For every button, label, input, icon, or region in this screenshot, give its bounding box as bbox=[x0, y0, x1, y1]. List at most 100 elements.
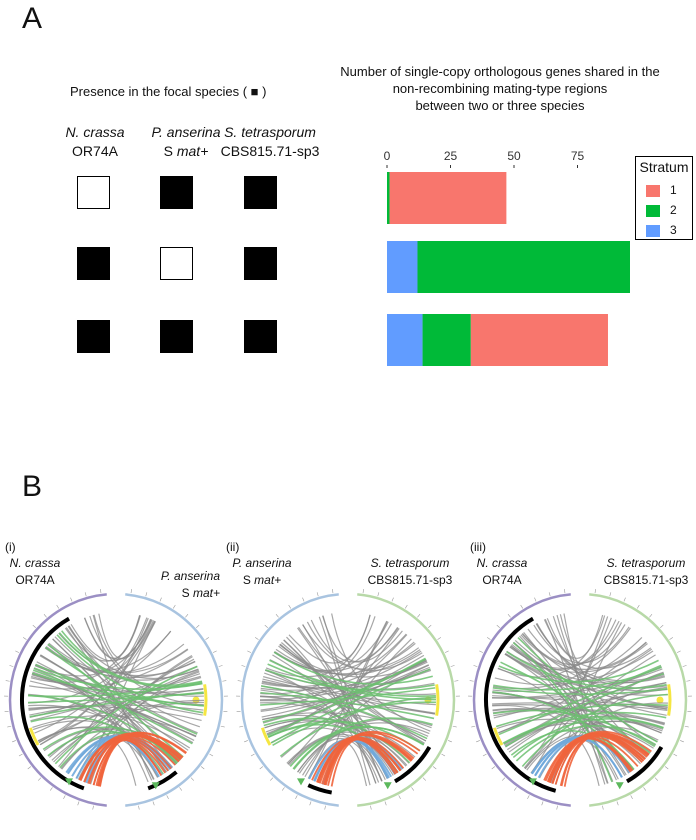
ideogram-tick bbox=[185, 614, 189, 618]
chord-group-green bbox=[492, 637, 668, 783]
x-tick-label: 25 bbox=[444, 149, 458, 163]
centromere-mark-left bbox=[28, 727, 40, 746]
synteny-chord bbox=[493, 709, 665, 726]
ideogram-tick bbox=[654, 777, 659, 781]
ideogram-tick bbox=[491, 766, 496, 770]
ideogram-tick bbox=[190, 777, 195, 781]
panel-b-letter: B bbox=[22, 470, 43, 503]
stratum-1-chord bbox=[79, 732, 184, 781]
ideogram-tick bbox=[594, 589, 596, 594]
synteny-chord bbox=[261, 633, 407, 688]
synteny-chord bbox=[288, 614, 371, 664]
synteny-chord bbox=[261, 661, 428, 689]
ideogram-tick bbox=[5, 680, 10, 682]
stratum-2-chord bbox=[267, 657, 426, 737]
ideogram-tick bbox=[548, 592, 551, 597]
ideogram-tick bbox=[70, 597, 73, 602]
ideogram-tick bbox=[556, 805, 558, 810]
ideogram-tick bbox=[454, 680, 459, 682]
stratum-2-chord bbox=[279, 696, 436, 757]
synteny-chord bbox=[275, 648, 421, 676]
ideogram-tick bbox=[527, 795, 530, 800]
ideogram-tick bbox=[602, 805, 604, 810]
ideogram-tick bbox=[404, 604, 408, 609]
stratum-2-chord bbox=[495, 703, 668, 728]
ideogram-tick bbox=[241, 665, 246, 667]
ideogram-tick bbox=[9, 665, 14, 667]
synteny-chord bbox=[58, 617, 149, 768]
stratum-2-chord bbox=[492, 691, 635, 771]
ideogram-tick bbox=[43, 614, 47, 618]
synteny-chord bbox=[264, 719, 394, 776]
species-header-panserina: P. anserina S mat+ bbox=[126, 123, 246, 161]
ideogram-tick bbox=[18, 753, 23, 757]
ideogram-tick bbox=[130, 589, 132, 594]
synteny-chord bbox=[34, 617, 148, 734]
presence-box bbox=[244, 247, 277, 280]
chord-group-red bbox=[78, 731, 188, 787]
stratum-1-chord bbox=[544, 736, 634, 782]
stratum-legend: Stratum 1 2 3 bbox=[635, 156, 693, 240]
chart-title-line-2: non-recombining mating-type regions bbox=[392, 81, 608, 96]
nrr-arc-right bbox=[625, 745, 664, 784]
synteny-chord bbox=[298, 718, 433, 774]
species-strain: S mat+ bbox=[163, 143, 209, 159]
ideogram-tick bbox=[422, 777, 427, 781]
legend-label: 3 bbox=[670, 223, 677, 237]
synteny-chord bbox=[68, 625, 199, 680]
ideogram-tick bbox=[324, 805, 326, 810]
ideogram-tick bbox=[680, 740, 684, 743]
ideogram-tick bbox=[281, 787, 285, 791]
presence-box bbox=[244, 176, 277, 209]
stratum-1-chord bbox=[543, 733, 645, 781]
stratum-2-chord bbox=[272, 701, 436, 747]
ideogram-tick bbox=[448, 740, 452, 743]
ideogram-tick bbox=[437, 637, 442, 640]
ideogram-tick bbox=[316, 592, 319, 597]
ideogram-tick bbox=[259, 766, 264, 770]
legend-entry-2: 2 bbox=[646, 203, 677, 217]
legend-swatch bbox=[646, 204, 660, 217]
ideogram-left-arc bbox=[240, 593, 339, 807]
ideogram-tick bbox=[209, 753, 214, 757]
ideogram-tick bbox=[196, 624, 200, 628]
ideogram-tick bbox=[152, 801, 155, 806]
ideogram-tick bbox=[239, 725, 244, 728]
stratum-2-chord bbox=[504, 672, 665, 748]
nrr-arc-left bbox=[307, 783, 333, 795]
ideogram-tick bbox=[237, 680, 242, 682]
stratum-2-chord bbox=[29, 691, 204, 718]
ideogram-tick bbox=[471, 725, 476, 728]
synteny-chord bbox=[84, 617, 152, 660]
ideogram-tick bbox=[295, 795, 298, 800]
centromere-mark-right bbox=[435, 684, 440, 716]
ideogram-tick bbox=[49, 787, 53, 791]
synteny-chord bbox=[310, 619, 399, 663]
ideogram-tick bbox=[77, 801, 80, 806]
ideogram-tick bbox=[482, 753, 487, 757]
ideogram-tick bbox=[469, 680, 474, 682]
nrr-arc-left bbox=[20, 616, 85, 791]
nrr-arc-left bbox=[484, 616, 557, 793]
ideogram-left-arc bbox=[8, 593, 107, 807]
bar-segment-stratum-1 bbox=[470, 314, 608, 366]
legend-entry-1: 1 bbox=[646, 183, 677, 197]
legend-entry-3: 3 bbox=[646, 223, 677, 237]
synteny-chord bbox=[492, 707, 666, 724]
stratum-2-chord bbox=[515, 725, 657, 762]
species-italic: S. tetrasporum bbox=[224, 124, 316, 140]
ideogram-tick bbox=[534, 597, 537, 602]
ideogram-tick bbox=[220, 725, 225, 728]
mat-locus-marker bbox=[151, 782, 160, 790]
ideogram-tick bbox=[159, 597, 162, 602]
centromere-mark-left bbox=[492, 727, 504, 746]
chart-title: Number of single-copy orthologous genes … bbox=[310, 63, 690, 114]
synteny-chord bbox=[552, 615, 649, 756]
legend-swatch bbox=[646, 184, 660, 197]
synteny-chord bbox=[510, 643, 648, 673]
synteny-chord bbox=[546, 614, 604, 659]
